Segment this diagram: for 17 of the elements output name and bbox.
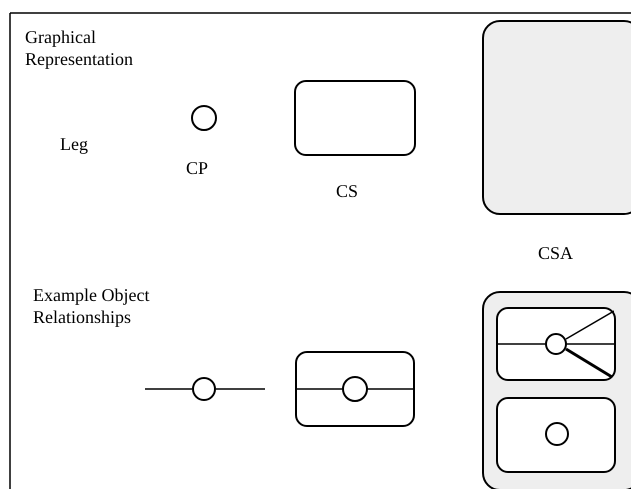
rounded-rectangle [294,80,416,156]
section-heading: Graphical Representation [25,26,134,70]
shape-caption: CS [336,180,358,203]
rounded-rectangle [482,291,631,489]
circle-symbol [545,422,569,446]
circle-symbol [342,376,368,402]
shape-caption: CP [186,157,208,180]
rounded-rectangle [496,307,616,381]
section-heading: Example Object Relationships [33,284,150,328]
rounded-rectangle [482,20,631,215]
circle-symbol [191,105,217,131]
text-label: Leg [60,133,88,156]
circle-symbol [192,377,216,401]
circle-symbol [545,333,567,355]
rounded-rectangle [295,351,415,427]
shape-caption: CSA [538,242,574,265]
rounded-rectangle [496,397,616,473]
